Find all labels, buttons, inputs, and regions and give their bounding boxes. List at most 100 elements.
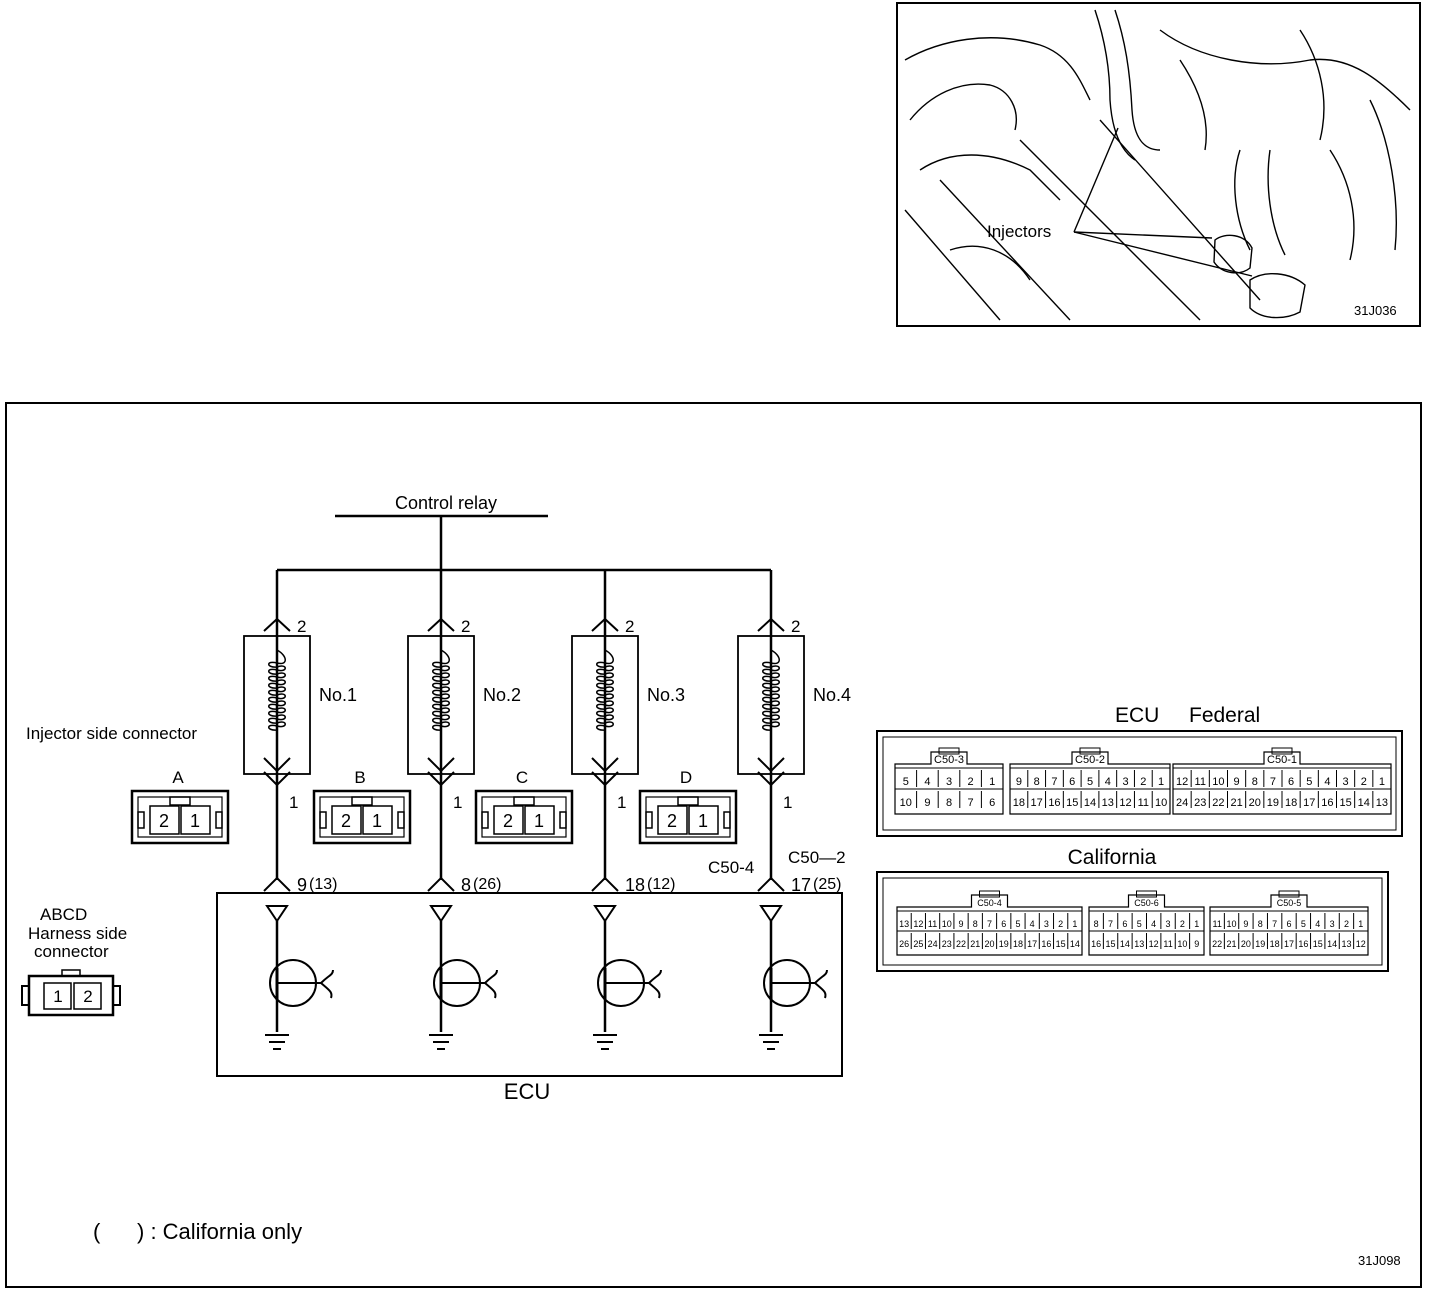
c50-2-label: C50—2: [788, 848, 846, 867]
photo-figure-code: 31J036: [1354, 303, 1397, 318]
injector-coil: [596, 649, 614, 731]
connector-pin: 2: [159, 811, 169, 831]
pin-number: 20: [1241, 939, 1251, 949]
pin-number: 7: [987, 919, 992, 929]
connector-outline: [312, 789, 412, 845]
pin-number: 6: [989, 797, 995, 809]
harness-pin-1: 1: [53, 987, 62, 1006]
base-signal: [484, 969, 498, 999]
pin-number: 8: [946, 797, 952, 809]
connector-outline: [474, 789, 574, 845]
bottom-arrow: [591, 771, 619, 787]
injector-coil: [268, 649, 286, 731]
ecu-federal-title-variant: Federal: [1189, 704, 1260, 727]
pin-number: 7: [1270, 776, 1276, 788]
pin-number: 18: [1270, 939, 1280, 949]
connector-latch: [1136, 890, 1157, 898]
pin-number: 9: [1016, 776, 1022, 788]
pin-number: 21: [1227, 939, 1237, 949]
bottom-arrow: [427, 771, 455, 787]
pin-number: 8: [1034, 776, 1040, 788]
top-arrow: [591, 617, 619, 632]
connector-latch: [979, 890, 1000, 898]
diode-symbol: [593, 905, 617, 923]
connector-pin: 1: [190, 811, 200, 831]
connector-cell: [331, 805, 362, 835]
pin-number: 6: [1001, 919, 1006, 929]
bottom-pin-label: 1: [289, 793, 298, 812]
connector-latch: [1079, 747, 1101, 755]
pin-number: 8: [973, 919, 978, 929]
pin-number: 4: [1151, 919, 1156, 929]
pin-number: 24: [928, 939, 938, 949]
pin-number: 20: [984, 939, 994, 949]
base-signal: [320, 969, 334, 999]
pin-number: 9: [1234, 776, 1240, 788]
pin-number: 11: [928, 919, 937, 929]
pin-number: 4: [1105, 776, 1111, 788]
pin-number: 8: [1094, 919, 1099, 929]
injector-coil: [432, 649, 450, 731]
pin-number: 12: [913, 919, 923, 929]
connector-outline: [1209, 894, 1369, 956]
bottom-pin-label: 1: [617, 793, 626, 812]
pin-number: 12: [1176, 776, 1188, 788]
pin-number: 16: [1041, 939, 1051, 949]
harness-line-2: Harness side: [28, 924, 127, 943]
pin-number: 14: [1084, 797, 1096, 809]
connector-latch: [938, 747, 960, 755]
pin-number: 1: [1194, 919, 1199, 929]
connector-pin: 1: [372, 811, 382, 831]
pin-number: 22: [1212, 939, 1222, 949]
ecu-arrow: [427, 876, 455, 892]
pin-number: 19: [1255, 939, 1265, 949]
pin-number: 18: [1013, 797, 1025, 809]
connector-cell: [524, 805, 555, 835]
ecu-arrow: [591, 876, 619, 892]
connector-cell: [180, 805, 211, 835]
pin-number: 16: [1321, 797, 1333, 809]
pin-number: 10: [1212, 776, 1224, 788]
pin-number: 5: [903, 776, 909, 788]
pin-number: 14: [1327, 939, 1337, 949]
pin-number: 5: [1137, 919, 1142, 929]
connector-name: C50-4: [977, 898, 1002, 908]
pin-number: 2: [1361, 776, 1367, 788]
control-relay-label: Control relay: [395, 493, 497, 513]
bottom-pin-label: 1: [783, 793, 792, 812]
connector-name: C50-2: [1075, 754, 1105, 766]
pin-number: 21: [970, 939, 980, 949]
pin-number: 3: [946, 776, 952, 788]
connector-outline: [1009, 751, 1171, 815]
injector-box: [737, 635, 805, 775]
injector-box: [407, 635, 475, 775]
wiring-diagram: Control relay Injector side connector 21…: [5, 402, 1422, 1288]
bottom-arrow: [263, 757, 291, 773]
pin-number: 10: [1177, 939, 1187, 949]
injector-circuits: 21No.19(13)21No.28(26)21No.318(12)21No.4…: [243, 570, 851, 895]
pin-number: 6: [1286, 919, 1291, 929]
bottom-arrow: [757, 771, 785, 787]
harness-side-connector: ABCD Harness side connector 1 2: [21, 905, 127, 1017]
ecu-pin-california-label: (26): [473, 876, 501, 893]
connector-name: C50-1: [1267, 754, 1297, 766]
pin-number: 17: [1031, 797, 1043, 809]
pin-number: 17: [1027, 939, 1037, 949]
injector-name: No.2: [483, 685, 521, 705]
connector-outline: [896, 894, 1083, 956]
harness-line-3: connector: [34, 942, 109, 961]
pin-number: 16: [1048, 797, 1060, 809]
bottom-pin-label: 1: [453, 793, 462, 812]
connector-tab: [481, 811, 489, 829]
pin-number: 12: [1149, 939, 1159, 949]
injector-box: [243, 635, 311, 775]
connector-letter: B: [354, 768, 365, 787]
ecu-transistor-1: [265, 905, 334, 1050]
injector-name: No.4: [813, 685, 851, 705]
ecu-transistor-4: [759, 905, 828, 1050]
pin-number: 6: [1069, 776, 1075, 788]
